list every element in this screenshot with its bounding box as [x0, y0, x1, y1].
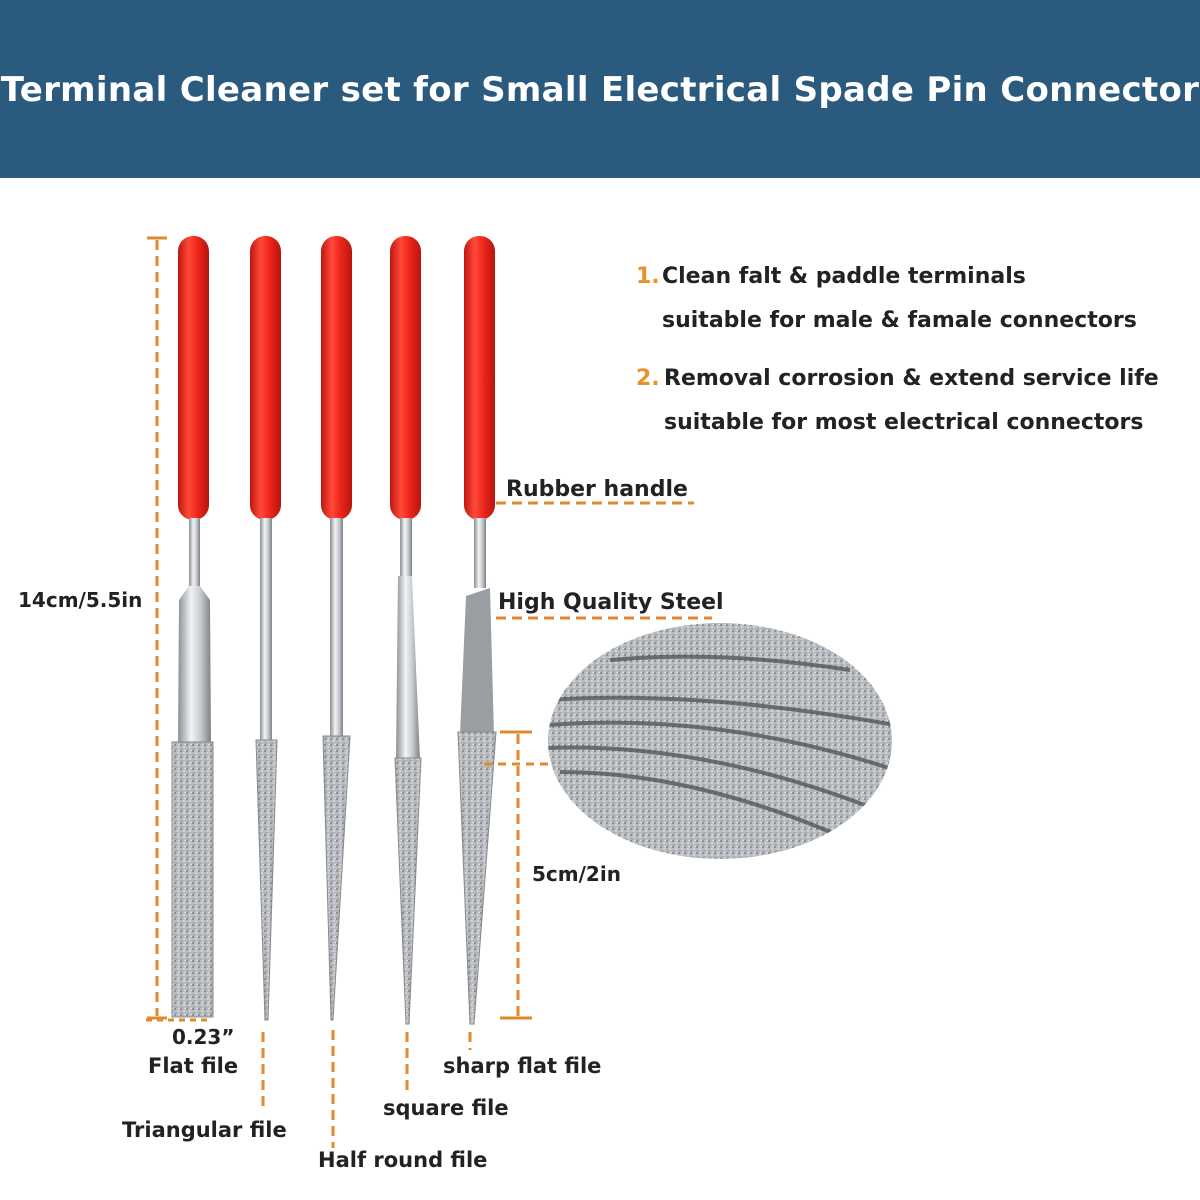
rubber-handle [390, 236, 421, 520]
width-label: 0.23” [172, 1025, 235, 1049]
feature-item-1: 1. Clean falt & paddle terminals suitabl… [636, 264, 1137, 333]
triangular-file-tool [250, 236, 281, 1021]
rubber-handle [250, 236, 281, 520]
square-file-tool [390, 236, 422, 1025]
feature-list: 1. Clean falt & paddle terminals suitabl… [636, 264, 1159, 435]
feature-title: Clean falt & paddle terminals [662, 264, 1026, 289]
sharp-flat-file-label: sharp flat file [443, 1054, 602, 1078]
header-banner: Terminal Cleaner set for Small Electrica… [0, 0, 1200, 178]
rubber-handle [464, 236, 495, 520]
high-quality-steel-label: High Quality Steel [498, 590, 724, 615]
feature-number: 2. [636, 366, 660, 391]
file-length-label: 5cm/2in [532, 862, 621, 886]
flat-file-label: Flat file [148, 1054, 239, 1078]
grit-closeup-oval [548, 623, 892, 859]
rubber-handle [321, 236, 352, 520]
feature-title: Removal corrosion & extend service life [664, 366, 1159, 391]
triangular-file-label: Triangular file [122, 1118, 287, 1142]
square-file-label: square file [383, 1096, 509, 1120]
flat-file-tool [171, 236, 214, 1018]
half-round-file-tool [321, 236, 352, 1021]
feature-item-2: 2. Removal corrosion & extend service li… [636, 366, 1159, 435]
feature-subtitle: suitable for male & famale connectors [662, 308, 1137, 333]
page-title: Terminal Cleaner set for Small Electrica… [0, 70, 1200, 110]
feature-subtitle: suitable for most electrical connectors [664, 410, 1144, 435]
rubber-handle-label: Rubber handle [506, 477, 688, 502]
length-label: 14cm/5.5in [18, 588, 143, 612]
sharp-flat-file-tool [457, 236, 497, 1025]
rubber-handle [178, 236, 209, 520]
half-round-file-label: Half round file [318, 1148, 488, 1172]
feature-number: 1. [636, 264, 660, 289]
